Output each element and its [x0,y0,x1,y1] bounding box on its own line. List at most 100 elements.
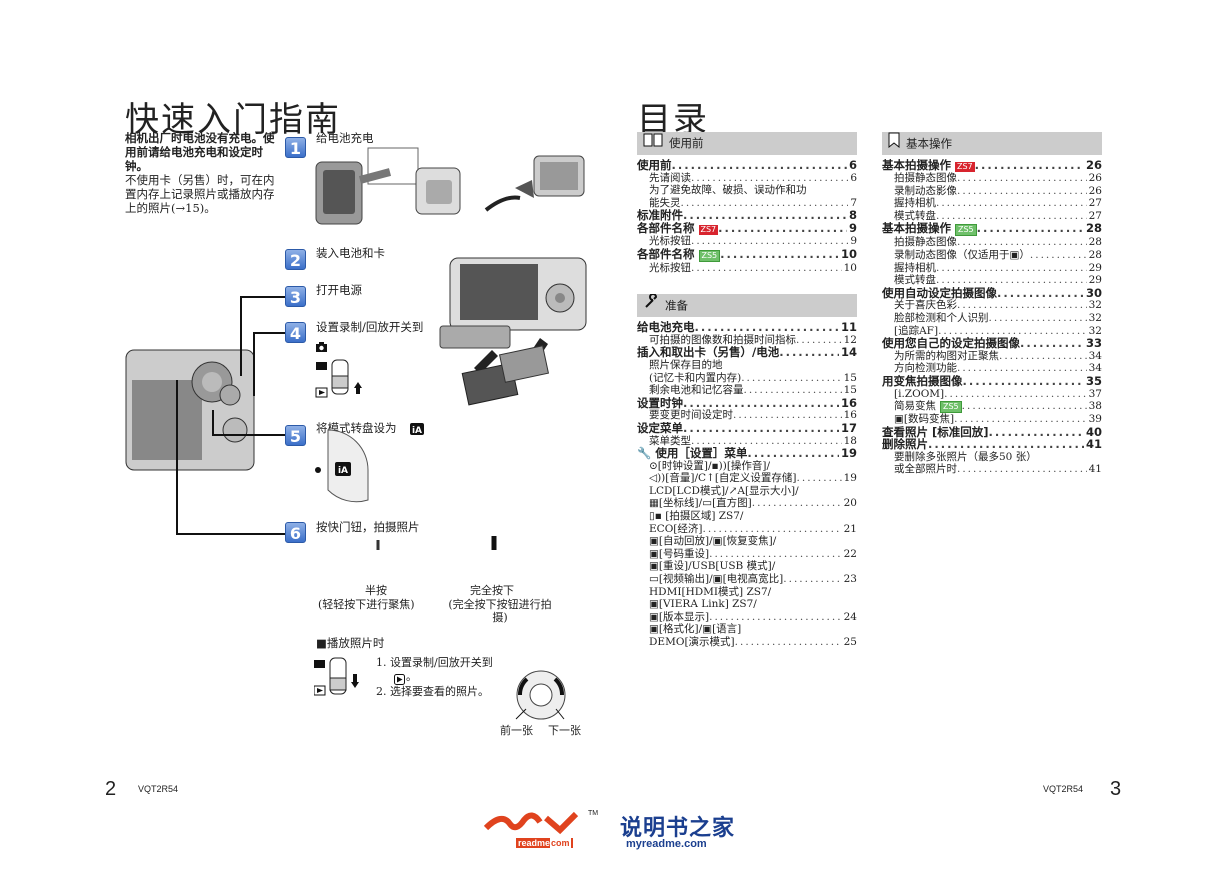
toc-entry-page: 12 [843,333,857,346]
toc-leader-dots [936,197,1087,210]
toc-entry-page: 16 [840,395,857,410]
toc-entry-title: ▣[重设]/USB[USB 模式]/ [649,560,776,573]
wrench-icon [643,293,659,318]
toc-entry: 标准附件 8 [637,209,857,222]
toc-entry-page: 27 [1088,197,1102,210]
toc-entry-title: ◁))[音量]/C↑[自定义设置存储] [649,472,797,485]
playback-title: ■播放照片时 [316,636,385,650]
toc-entry-page: 16 [843,409,857,422]
toc-entry: 给电池充电11 [637,321,857,334]
toc-entry: 各部件名称ZS79 [637,222,857,235]
toc-leader-dots [957,185,1087,198]
logo-chinese-text: 说明书之家 [620,816,736,841]
logo-tm: TM [588,810,599,817]
toc-entry-title: ▯▪ [拍摄区域] ZS7/ [649,510,744,523]
toc-entry: 设定菜单17 [637,422,857,435]
toc-leader-dots [957,362,1087,375]
toc-entry-title: 简易变焦 [894,400,936,413]
camera-back-illustration [439,257,587,406]
toc-entry-page: 28 [1085,221,1102,236]
toc-entry-page: 28 [1088,248,1102,261]
toc-leader-dots [683,397,839,410]
toc-entry-page: 8 [848,208,857,223]
intro-bold: 相机出厂时电池没有充电。使用前请给电池充电和设定时钟。 [125,131,275,173]
toc-entry-title: 标准附件 [637,208,683,223]
toc-leader-dots [957,463,1087,476]
toc-entry-title: 基本拍摄操作 [882,158,951,172]
toc-entry: 照片保存目的地 [637,359,857,372]
toc-leader-dots [741,372,841,385]
toc-entry-title: 菜单类型 [649,434,691,447]
toc-entry-page: 26 [1088,184,1102,197]
page-number-left: 2 [105,778,117,800]
toc-entry-title: 可拍摄的图像数和拍摄时间指标 [649,333,796,346]
half-press-label: 半按 [365,584,387,597]
toc-leader-dots [957,236,1087,249]
toc-entry-title: 使用您自己的设定拍摄图像 [882,336,1020,351]
toc-entry-title: 拍摄静态图像 [894,236,957,249]
step-2-label: 装入电池和卡 [316,246,385,260]
toc-entry-page: 32 [1088,311,1102,324]
full-press-desc: (完全按下按钮进行拍摄) [448,598,552,624]
toc-entry-title: (记忆卡和内置内存) [649,371,742,384]
toc-entry: 🔧 使用［设置］菜单19 [637,447,857,460]
toc-entry: 为所需的构图对正聚焦34 [882,350,1102,363]
toc-leader-dots [709,548,842,561]
toc-entry-page: 11 [840,320,857,335]
toc-entry-page: 9 [850,234,857,247]
toc-entry-page: 10 [843,261,857,274]
page-title-quick-start: 快速入门指南 [125,100,341,140]
toc-entry-page: 21 [843,522,857,535]
toc-entry-title: ▭[视频输出]/▣[电视高宽比] [649,573,784,586]
toc-entry-title: ECO[经济] [649,522,703,535]
toc-entry-title: HDMI[HDMI模式] ZS7/ [649,585,772,598]
toc-entry-title: 使用前 [637,158,672,172]
toc-entry-title: 或全部照片时 [894,463,957,476]
toc-entry-page: 37 [1088,387,1102,400]
intelligent-auto-icon: iA [410,421,424,436]
toc-entry: ▣[号码重设]22 [637,548,857,561]
toc-entry: 用变焦拍摄图像35 [882,375,1102,388]
toc-entry: ⊙[时钟设置]/▪))[操作音]/ [637,460,857,473]
book-icon [643,132,663,155]
toc-entry-title: 方向检测功能 [894,362,957,375]
toc-leader-dots [963,375,1084,388]
toc-entry: 脸部检测和个人识别32 [882,312,1102,325]
toc-entry-page: 39 [1088,413,1102,426]
toc-entry-page: 24 [843,610,857,623]
toc-entry: ▯▪ [拍摄区域] ZS7/ [637,510,857,523]
toc-entry-page: 38 [1088,400,1102,413]
toc-entry-page: 35 [1085,373,1102,388]
toc-entry-page: 15 [843,384,857,397]
toc-entry: ▣[VIERA Link] ZS7/ [637,598,857,611]
toc-entry-page: 41 [1085,437,1102,452]
toc-entry-page: 26 [1088,172,1102,184]
toc-entry-title: 能失灵 [649,196,681,209]
toc-entry-title: 使用自动设定拍摄图像 [882,285,997,300]
toc-entry-page: 19 [843,472,857,485]
toc-leader-dots [962,400,1087,413]
toc-entry-page: 30 [1085,285,1102,300]
toc-entry-title: 要删除多张照片（最多50 张） [894,450,1037,463]
toc-leader-dots [779,346,839,359]
next-label: 下一张 [548,724,581,737]
step-5-number: 5 [285,425,306,446]
my-logo-icon [483,811,579,835]
toc-entry: 可拍摄的图像数和拍摄时间指标 12 [637,334,857,347]
toc-entry-title: 模式转盘 [894,274,936,287]
toc-entry: 为了避免故障、破损、误动作和功 [637,184,857,197]
toc-list-basic-operation: 基本拍摄操作ZS726拍摄静态图像26录制动态影像26握持相机27模式转盘27基… [882,159,1102,476]
toc-entry-page: 32 [1088,299,1102,312]
toc-leader-dots [695,321,839,334]
playback-switch-illustration [314,657,359,696]
logo-url-text: myreadme.com [626,838,707,850]
toc-entry-title: 查看照片 [标准回放] [882,424,989,439]
toc-entry: 方向检测功能34 [882,362,1102,375]
toc-entry-page: 41 [1088,463,1102,476]
toc-entry: 模式转盘27 [882,210,1102,223]
toc-entry-title: 模式转盘 [894,209,936,222]
toc-entry: ▣[自动回放]/▣[恢复变焦]/ [637,535,857,548]
toc-entry-page: 7 [850,196,857,209]
toc-entry-title: 先请阅读 [649,171,691,184]
toc-entry-title: ▣[格式化]/▣[语言] [649,623,742,636]
